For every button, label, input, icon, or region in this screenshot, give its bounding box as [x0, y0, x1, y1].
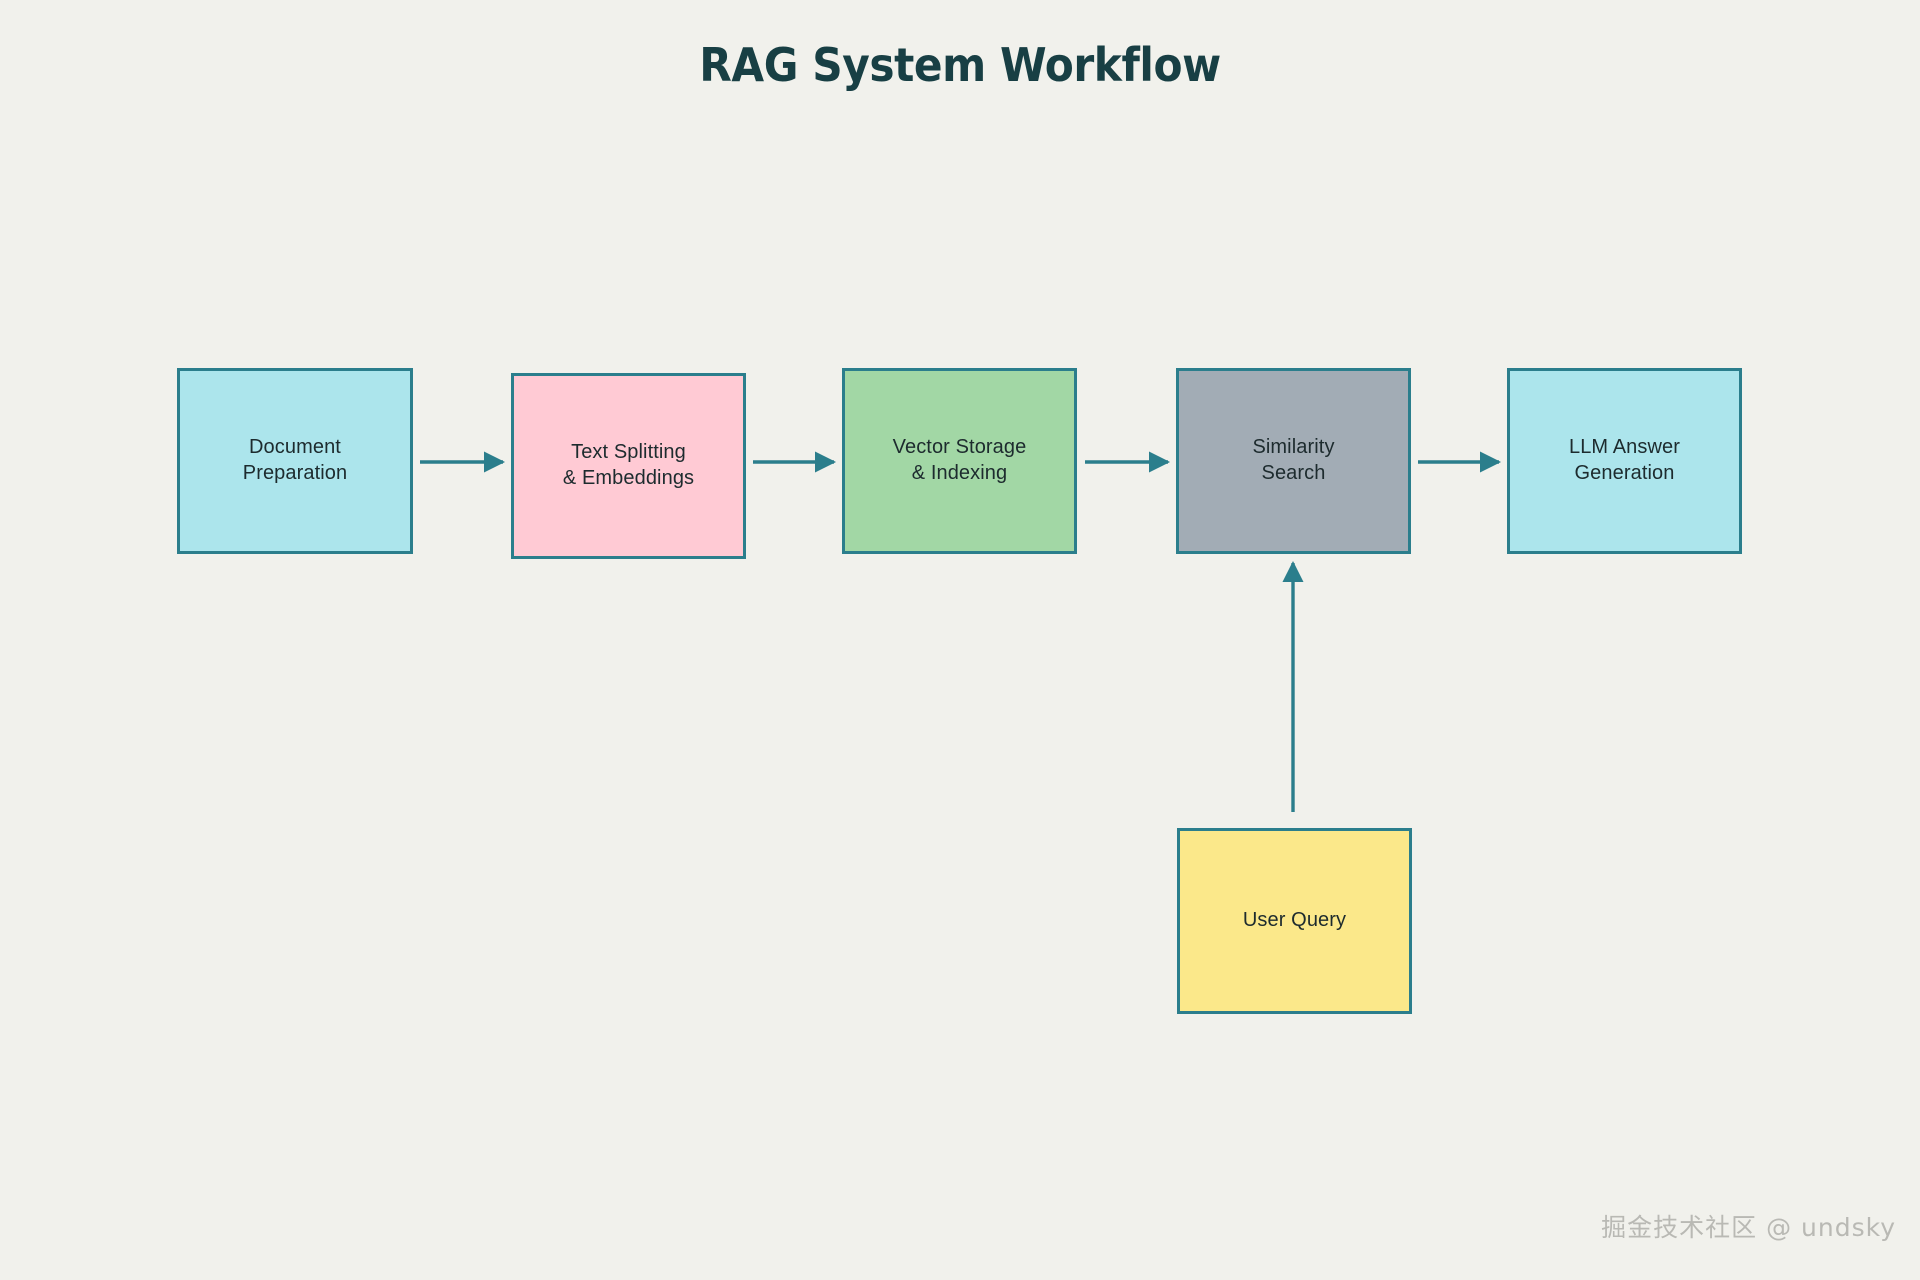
- node-vector-storage-indexing[interactable]: Vector Storage & Indexing: [842, 368, 1077, 554]
- node-user-query[interactable]: User Query: [1177, 828, 1412, 1014]
- node-text-splitting-embeddings[interactable]: Text Splitting & Embeddings: [511, 373, 746, 559]
- node-label: Similarity Search: [1252, 436, 1335, 484]
- node-document-preparation[interactable]: Document Preparation: [177, 368, 413, 554]
- watermark: 掘金技术社区 @ undsky: [1601, 1213, 1896, 1242]
- node-label: Vector Storage & Indexing: [892, 436, 1027, 484]
- node-llm-answer-generation[interactable]: LLM Answer Generation: [1507, 368, 1742, 554]
- node-label: LLM Answer Generation: [1568, 436, 1681, 484]
- node-similarity-search[interactable]: Similarity Search: [1176, 368, 1411, 554]
- node-label: Text Splitting & Embeddings: [562, 441, 695, 489]
- node-label: Document Preparation: [242, 436, 348, 484]
- page-title: RAG System Workflow: [699, 38, 1221, 92]
- node-label: User Query: [1242, 909, 1347, 932]
